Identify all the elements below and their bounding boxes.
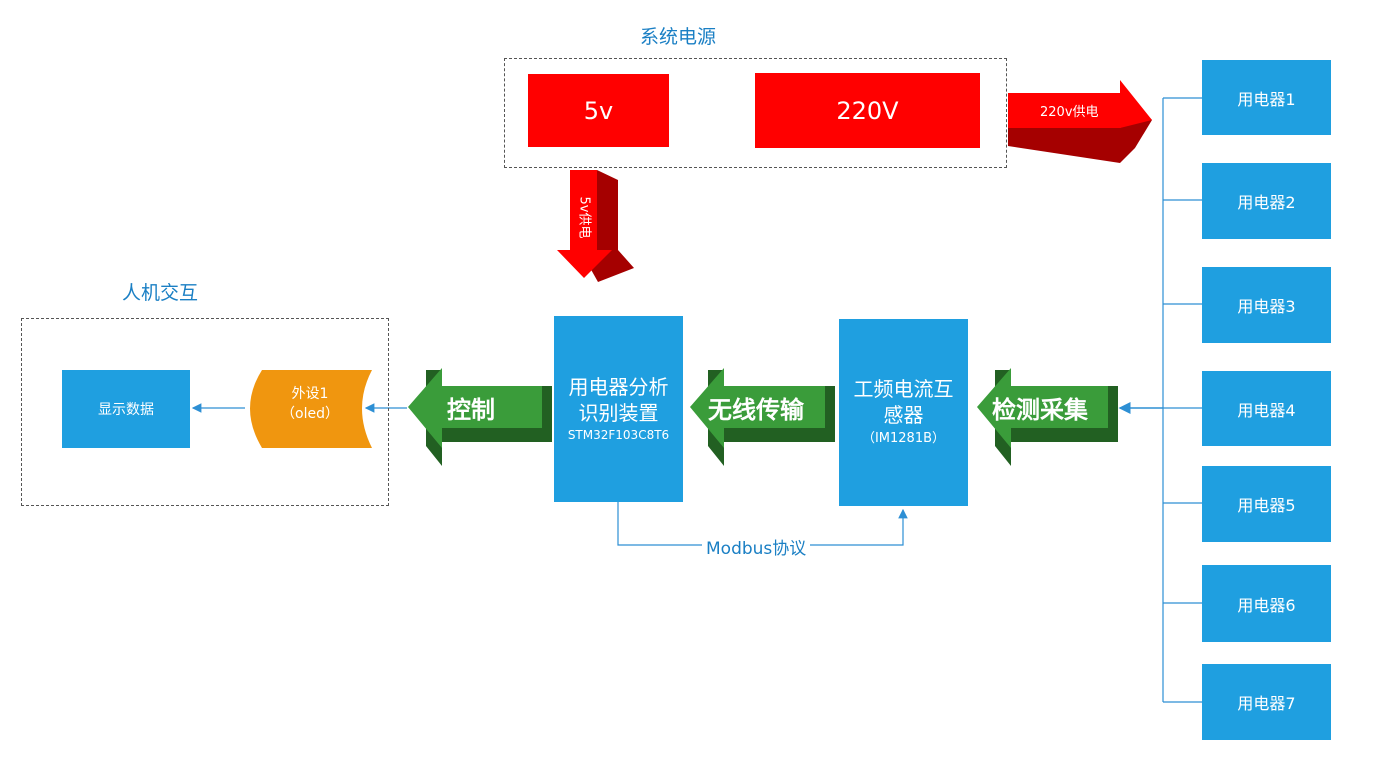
sensor-box: 工频电流互 感器 （IM1281B） bbox=[839, 319, 968, 506]
appliance-7: 用电器7 bbox=[1202, 664, 1331, 740]
power-220v-box: 220V bbox=[755, 73, 980, 148]
sensor-title-line1: 工频电流互 bbox=[853, 376, 954, 401]
appliance-1: 用电器1 bbox=[1202, 60, 1331, 135]
peripheral-label: 外设1 （oled） bbox=[262, 384, 358, 424]
power-group-title: 系统电源 bbox=[640, 26, 717, 48]
wireless-arrow bbox=[690, 368, 835, 466]
modbus-label: Modbus协议 bbox=[702, 534, 811, 559]
display-data-box: 显示数据 bbox=[62, 370, 190, 448]
wireless-arrow-label: 无线传输 bbox=[708, 395, 804, 424]
sensor-model: （IM1281B） bbox=[861, 430, 946, 446]
power-220v-arrow bbox=[1008, 80, 1152, 163]
power-group-frame bbox=[504, 58, 1007, 168]
collect-arrow-label: 检测采集 bbox=[992, 395, 1088, 424]
peripheral-name: 外设1 bbox=[291, 386, 329, 402]
mcu-model: STM32F103C8T6 bbox=[567, 428, 670, 442]
mcu-title-line1: 用电器分析 bbox=[568, 375, 669, 399]
hmi-group-title: 人机交互 bbox=[122, 282, 199, 304]
power-220v-arrow-label: 220v供电 bbox=[1040, 105, 1099, 120]
peripheral-shape bbox=[250, 370, 372, 448]
hmi-group-frame bbox=[21, 318, 389, 506]
sensor-title-line2: 感器 bbox=[883, 402, 924, 427]
peripheral-type: （oled） bbox=[281, 406, 339, 422]
power-5v-box: 5v bbox=[528, 74, 669, 147]
appliance-4: 用电器4 bbox=[1202, 371, 1331, 446]
control-arrow-label: 控制 bbox=[447, 395, 495, 424]
appliance-5: 用电器5 bbox=[1202, 466, 1331, 542]
appliance-3: 用电器3 bbox=[1202, 267, 1331, 343]
collect-arrow bbox=[977, 368, 1118, 466]
appliance-6: 用电器6 bbox=[1202, 565, 1331, 642]
appliance-branches bbox=[1163, 97, 1202, 703]
power-5v-arrow-label: 5v供电 bbox=[576, 196, 592, 239]
mcu-box: 用电器分析 识别装置 STM32F103C8T6 bbox=[554, 316, 683, 502]
power-5v-arrow bbox=[557, 170, 634, 282]
control-arrow bbox=[408, 368, 552, 466]
appliance-2: 用电器2 bbox=[1202, 163, 1331, 239]
mcu-title-line2: 识别装置 bbox=[578, 401, 659, 425]
